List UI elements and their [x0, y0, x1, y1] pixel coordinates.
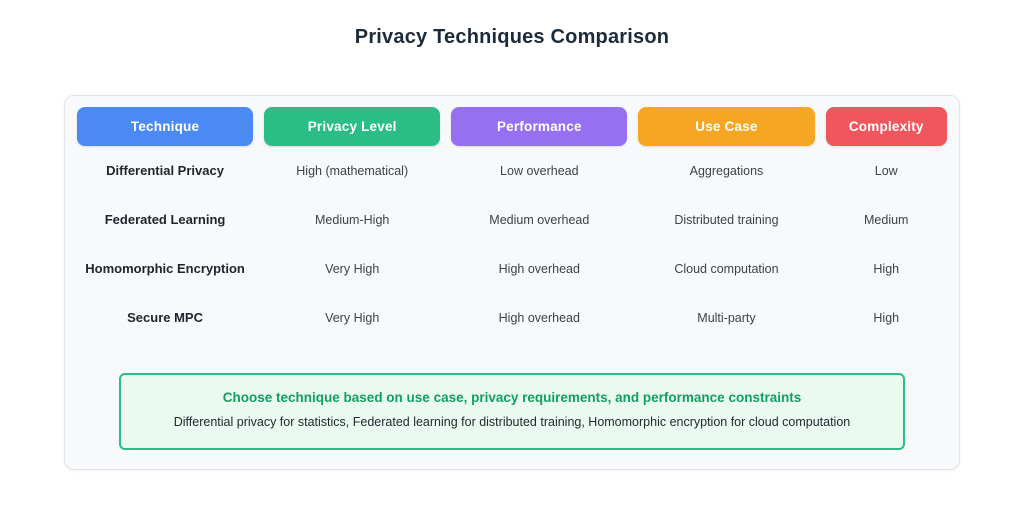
cell-complexity: High — [873, 261, 900, 276]
cell-privacy-level: Very High — [325, 310, 380, 325]
cell-performance: High overhead — [498, 310, 580, 325]
note-detail: Differential privacy for statistics, Fed… — [173, 415, 851, 429]
table-row: Secure MPC Very High High overhead Multi-pa… — [77, 293, 947, 342]
cell-complexity: Low — [874, 163, 898, 178]
cell-privacy-level: Medium-High — [315, 212, 390, 227]
cell-technique: Secure MPC — [127, 310, 203, 325]
note-box: Choose technique based on use case, priv… — [119, 373, 905, 450]
page-title: Privacy Techniques Comparison — [354, 26, 670, 48]
cell-technique: Homomorphic Encryption — [85, 261, 245, 276]
cell-complexity: Medium — [864, 212, 909, 227]
cell-complexity: High — [873, 310, 900, 325]
column-header-use-case: Use Case — [638, 107, 815, 146]
cell-use-case: Multi-party — [697, 310, 756, 325]
cell-privacy-level: High (mathematical) — [296, 163, 409, 178]
cell-performance: Low overhead — [500, 163, 579, 178]
cell-performance: Medium overhead — [489, 212, 590, 227]
table-row: Homomorphic Encryption Very High High over… — [77, 244, 947, 293]
cell-use-case: Cloud computation — [674, 261, 779, 276]
cell-technique: Federated Learning — [104, 212, 226, 227]
column-header-privacy-level: Privacy Level — [264, 107, 441, 146]
column-header-technique: Technique — [77, 107, 254, 146]
table-row: Differential Privacy High (mathematical) L… — [77, 146, 947, 195]
table-body: Differential Privacy High (mathematical) L… — [77, 146, 947, 342]
cell-use-case: Aggregations — [689, 163, 764, 178]
comparison-panel: Technique Privacy Level Performance Use Cas… — [64, 95, 960, 470]
column-header-performance: Performance — [451, 107, 628, 146]
cell-technique: Differential Privacy — [106, 163, 224, 178]
cell-use-case: Distributed training — [674, 212, 779, 227]
table-header-row: Technique Privacy Level Performance Use Cas… — [77, 107, 947, 146]
cell-privacy-level: Very High — [325, 261, 380, 276]
cell-performance: High overhead — [498, 261, 580, 276]
table-row: Federated Learning Medium-High Medium over… — [77, 195, 947, 244]
column-header-complexity: Complexity — [825, 107, 947, 146]
note-heading: Choose technique based on use case, priv… — [222, 390, 802, 405]
